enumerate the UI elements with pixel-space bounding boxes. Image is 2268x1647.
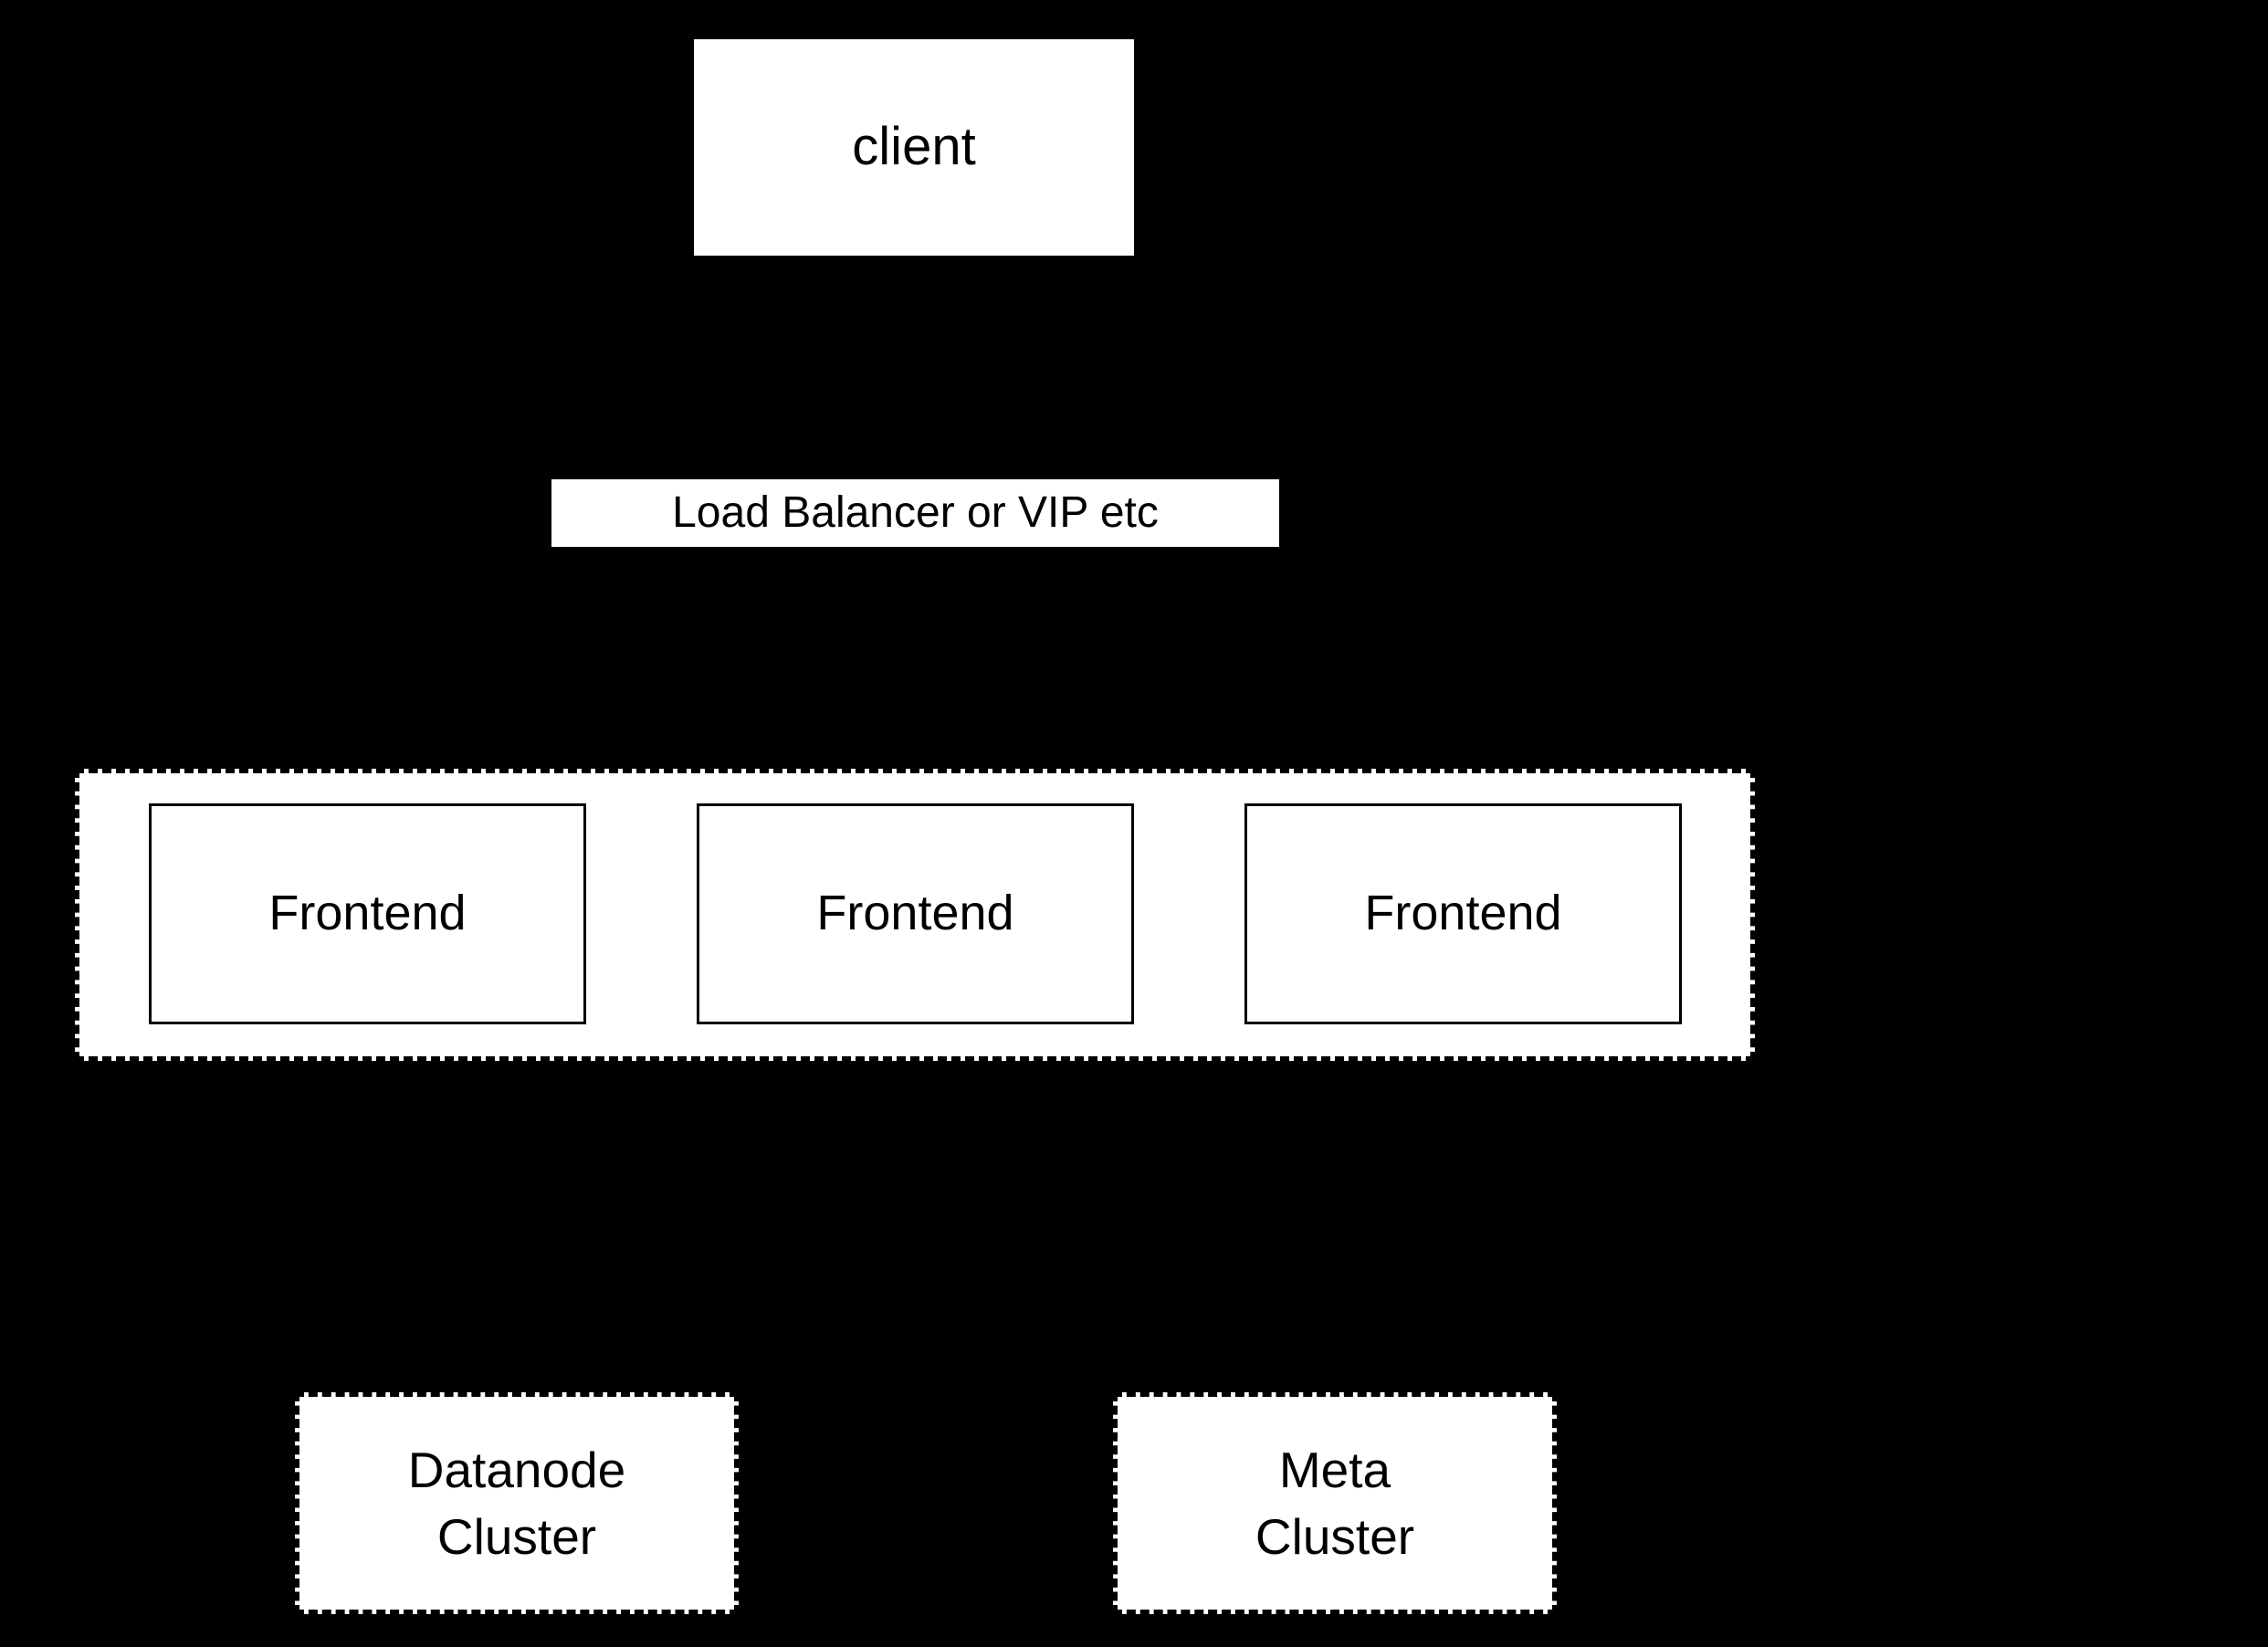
datanode-cluster-node[interactable]: Datanode Cluster	[295, 1392, 739, 1614]
frontend-node-1[interactable]: Frontend	[149, 803, 586, 1024]
frontend-node-2[interactable]: Frontend	[697, 803, 1134, 1024]
datanode-cluster-node-label: Datanode Cluster	[407, 1441, 626, 1565]
frontend-cluster-group[interactable]: Frontend Frontend Frontend	[75, 769, 1755, 1061]
meta-cluster-node[interactable]: Meta Cluster	[1113, 1392, 1557, 1614]
frontend-node-1-label: Frontend	[268, 886, 467, 941]
meta-cluster-node-label: Meta Cluster	[1255, 1441, 1415, 1565]
frontend-node-3-label: Frontend	[1364, 886, 1562, 941]
client-node-label: client	[852, 117, 976, 177]
load-balancer-node[interactable]: Load Balancer or VIP etc	[551, 479, 1279, 547]
frontend-node-2-label: Frontend	[816, 886, 1014, 941]
frontend-node-3[interactable]: Frontend	[1244, 803, 1682, 1024]
client-node[interactable]: client	[694, 39, 1134, 256]
load-balancer-node-label: Load Balancer or VIP etc	[672, 488, 1159, 538]
